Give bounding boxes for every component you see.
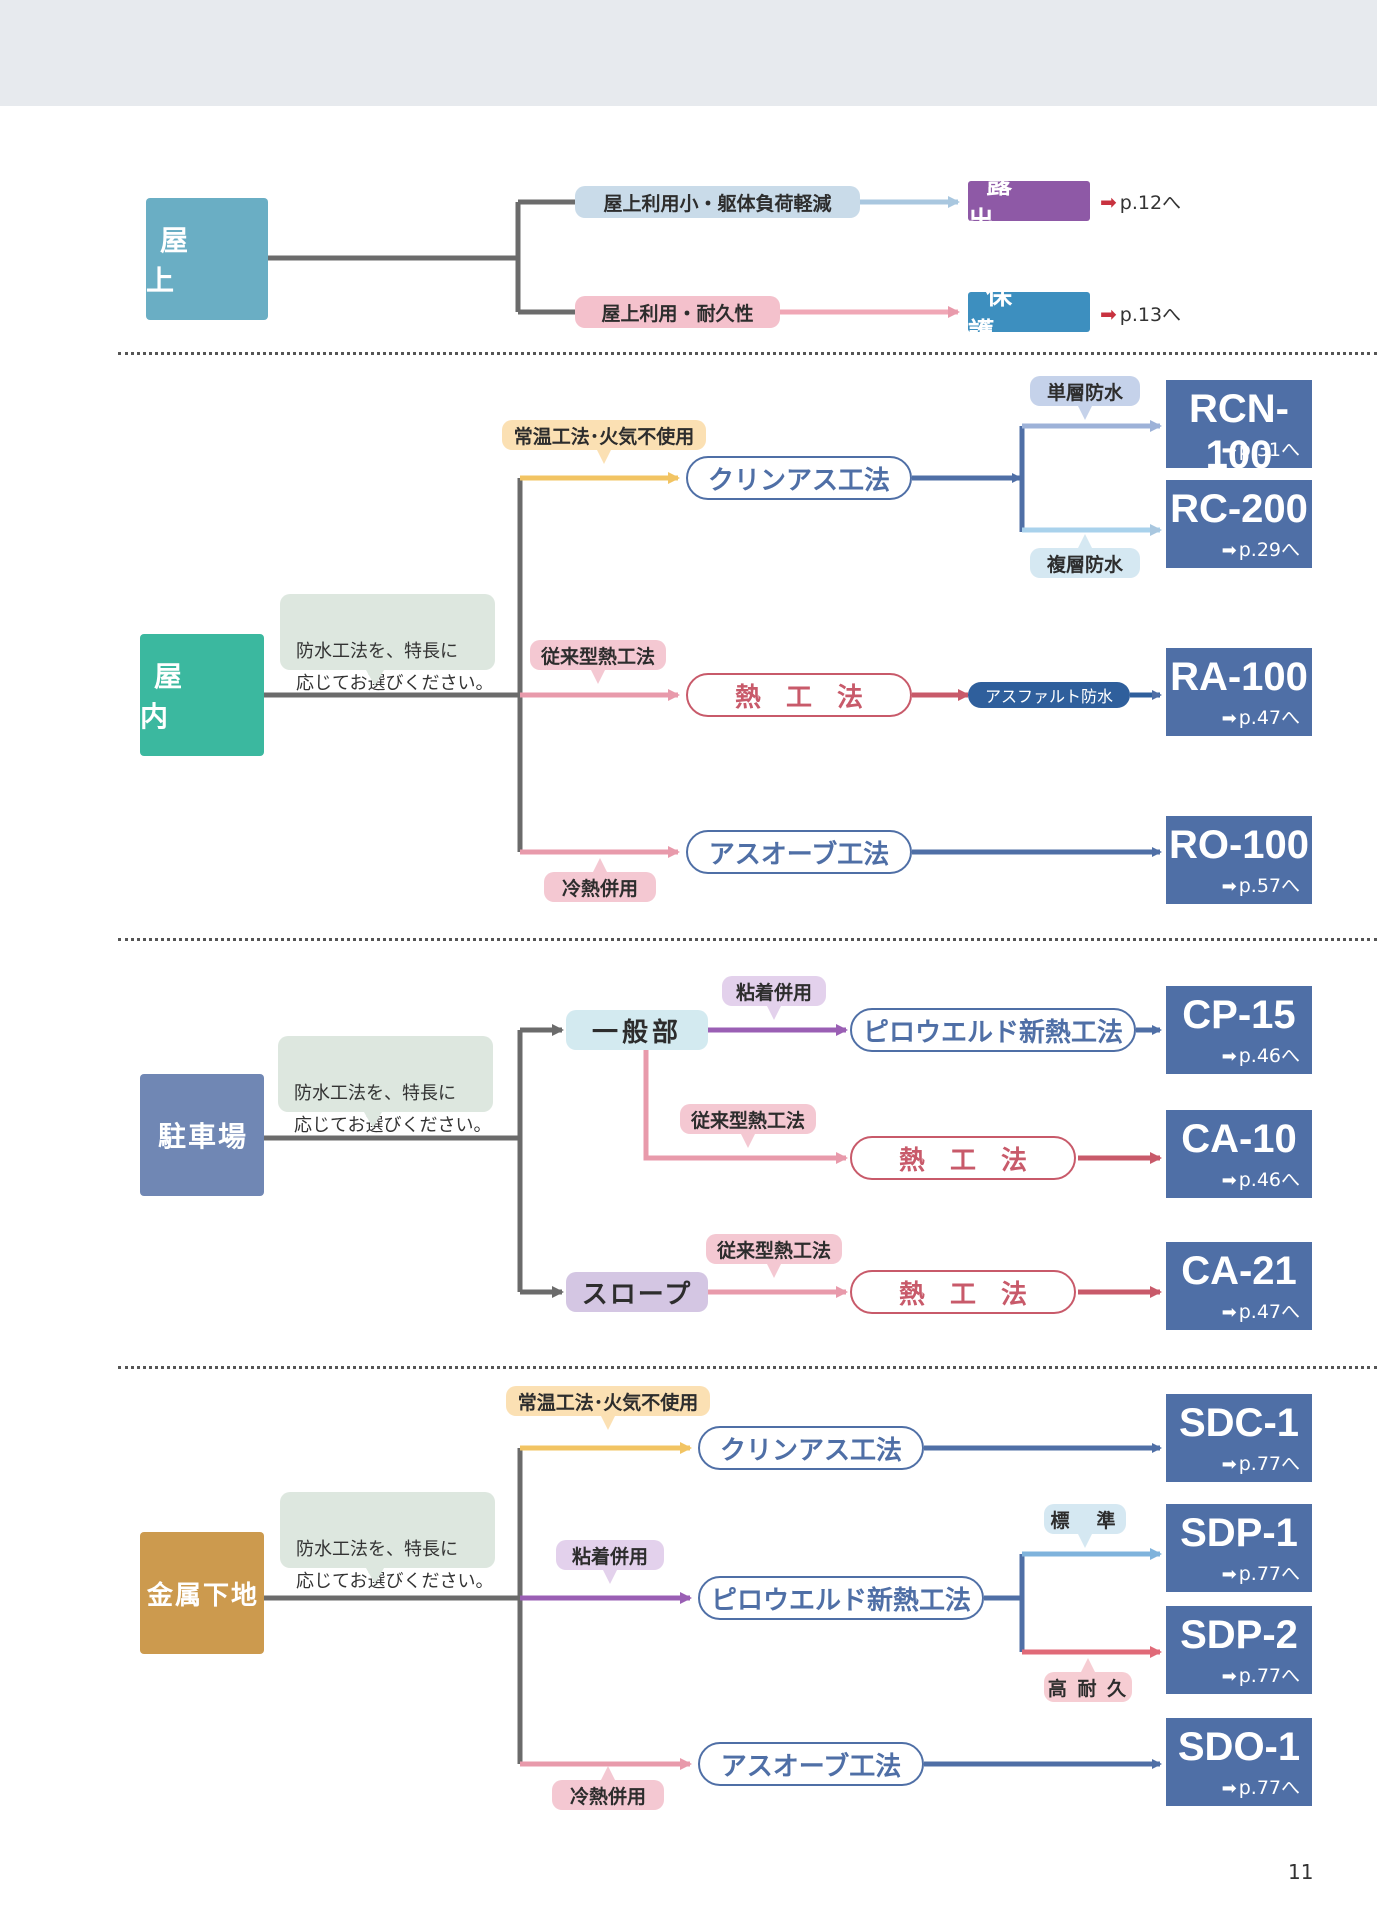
- section-divider: [118, 938, 1377, 941]
- parking-tag-adhesive: 粘着併用: [722, 976, 826, 1020]
- page-ref-protected[interactable]: ➡p.13へ: [1100, 301, 1182, 327]
- arrow-right-icon: ➡: [1221, 1454, 1237, 1475]
- product-card-ra-100[interactable]: RA-100 ➡p.47へ: [1166, 648, 1312, 736]
- category-parking: 駐車場: [140, 1074, 264, 1196]
- product-card-rc-200[interactable]: RC-200 ➡p.29へ: [1166, 480, 1312, 568]
- category-rooftop: 屋 上: [146, 198, 268, 320]
- header-band: [0, 0, 1377, 106]
- finish-protected: 保 護: [968, 281, 1090, 348]
- indoor-tag-single-layer: 単層防水: [1030, 376, 1140, 420]
- rooftop-tag-light-use: 屋上利用小・躯体負荷軽減: [575, 186, 860, 218]
- indoor-tag-multi-layer: 複層防水: [1030, 534, 1140, 578]
- arrow-right-icon: ➡: [1221, 1170, 1237, 1191]
- indoor-tag-thermal: 従来型熱工法: [530, 640, 666, 684]
- arrow-right-icon: ➡: [1221, 708, 1237, 729]
- metal-tag-hybrid: 冷熱併用: [552, 1766, 664, 1810]
- indoor-tag-hybrid: 冷熱併用: [544, 858, 656, 902]
- parking-method-thermal-general: 熱 工 法: [850, 1136, 1076, 1180]
- arrow-right-icon: ➡: [1221, 1046, 1237, 1067]
- advice-bubble-metal: 防水工法を、特長に 応じてお選びください。: [280, 1492, 495, 1592]
- product-card-sdo-1[interactable]: SDO-1 ➡p.77へ: [1166, 1718, 1312, 1806]
- section-divider: [118, 352, 1377, 355]
- product-card-sdp-1[interactable]: SDP-1 ➡p.77へ: [1166, 1504, 1312, 1592]
- parking-method-pillow: ピロウエルド新熱工法: [850, 1008, 1136, 1052]
- product-card-sdc-1[interactable]: SDC-1 ➡p.77へ: [1166, 1394, 1312, 1482]
- page-ref-exposed[interactable]: ➡p.12へ: [1100, 189, 1182, 215]
- finish-exposed: 露 出: [968, 170, 1090, 237]
- metal-tag-high-durability: 高 耐 久: [1044, 1658, 1132, 1702]
- indoor-tag-asphalt: アスファルト防水: [968, 682, 1130, 708]
- product-card-cp-15[interactable]: CP-15 ➡p.46へ: [1166, 986, 1312, 1074]
- metal-method-asorb: アスオーブ工法: [698, 1742, 924, 1786]
- arrow-right-icon: ➡: [1100, 189, 1117, 214]
- arrow-right-icon: ➡: [1221, 1302, 1237, 1323]
- metal-tag-cold-method: 常温工法･火気不使用: [506, 1386, 710, 1430]
- metal-tag-standard: 標 準: [1044, 1504, 1126, 1548]
- category-indoor: 屋 内: [140, 634, 264, 756]
- page-number: 11: [1288, 1860, 1314, 1884]
- metal-method-pillow: ピロウエルド新熱工法: [698, 1576, 984, 1620]
- product-card-rcn-100[interactable]: RCN-100 ➡p.31へ: [1166, 380, 1312, 477]
- parking-area-general: 一般部: [566, 1010, 708, 1050]
- indoor-tag-cold-method: 常温工法･火気不使用: [502, 420, 706, 464]
- section-divider: [118, 1366, 1377, 1369]
- parking-area-slope: スロープ: [566, 1272, 708, 1312]
- arrow-right-icon: ➡: [1221, 1666, 1237, 1687]
- product-card-ca-21[interactable]: CA-21 ➡p.47へ: [1166, 1242, 1312, 1330]
- parking-tag-thermal-slope: 従来型熱工法: [706, 1234, 842, 1278]
- advice-bubble-parking: 防水工法を、特長に 応じてお選びください。: [278, 1036, 493, 1136]
- arrow-right-icon: ➡: [1221, 1778, 1237, 1799]
- indoor-method-thermal: 熱 工 法: [686, 673, 912, 717]
- metal-tag-adhesive: 粘着併用: [556, 1540, 664, 1584]
- rooftop-tag-durable: 屋上利用・耐久性: [575, 296, 780, 328]
- arrow-right-icon: ➡: [1221, 540, 1237, 561]
- product-card-ca-10[interactable]: CA-10 ➡p.46へ: [1166, 1110, 1312, 1198]
- arrow-right-icon: ➡: [1221, 1564, 1237, 1585]
- parking-tag-thermal-general: 従来型熱工法: [680, 1104, 816, 1148]
- indoor-method-clinas: クリンアス工法: [686, 456, 912, 500]
- arrow-right-icon: ➡: [1221, 440, 1237, 461]
- advice-bubble-indoor: 防水工法を、特長に 応じてお選びください。: [280, 594, 495, 694]
- parking-method-thermal-slope: 熱 工 法: [850, 1270, 1076, 1314]
- metal-method-clinas: クリンアス工法: [698, 1426, 924, 1470]
- product-card-sdp-2[interactable]: SDP-2 ➡p.77へ: [1166, 1606, 1312, 1694]
- arrow-right-icon: ➡: [1100, 301, 1117, 326]
- category-metal-substrate: 金属下地: [140, 1532, 264, 1654]
- indoor-method-asorb: アスオーブ工法: [686, 830, 912, 874]
- product-card-ro-100[interactable]: RO-100 ➡p.57へ: [1166, 816, 1312, 904]
- arrow-right-icon: ➡: [1221, 876, 1237, 897]
